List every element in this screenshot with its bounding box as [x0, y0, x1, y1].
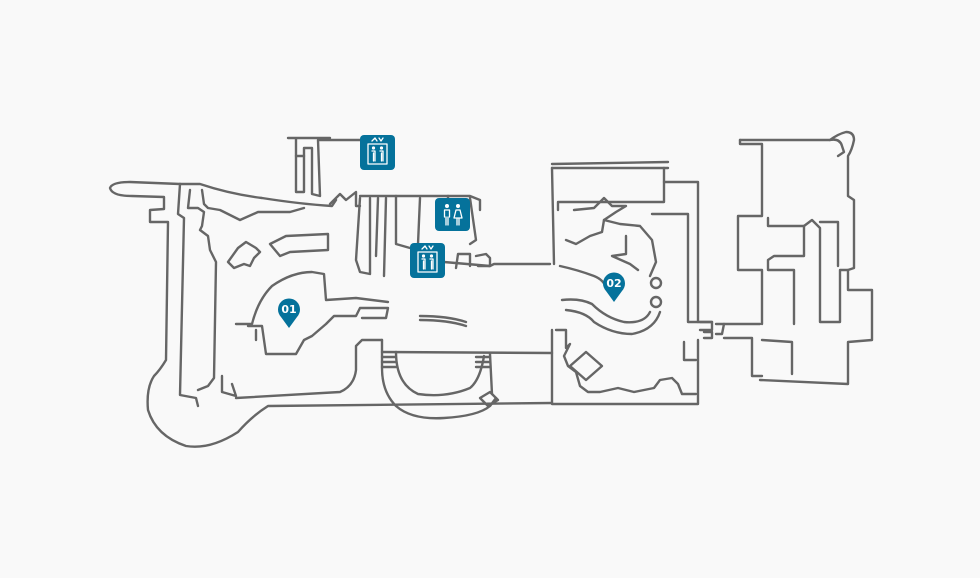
map-pin-icon	[278, 298, 300, 328]
elevator-icon	[417, 245, 438, 273]
marker-label: 02	[606, 277, 621, 290]
floor-plan-walls	[108, 130, 874, 448]
elevator-marker-center[interactable]	[410, 243, 445, 278]
location-marker-02[interactable]: 02	[603, 272, 625, 302]
restroom-icon	[443, 204, 463, 226]
location-marker-01[interactable]: 01	[278, 298, 300, 328]
elevator-icon	[367, 137, 388, 165]
map-pin-icon	[603, 272, 625, 302]
marker-label: 01	[281, 303, 296, 316]
elevator-marker-top[interactable]	[360, 135, 395, 170]
restroom-marker[interactable]	[435, 198, 470, 231]
